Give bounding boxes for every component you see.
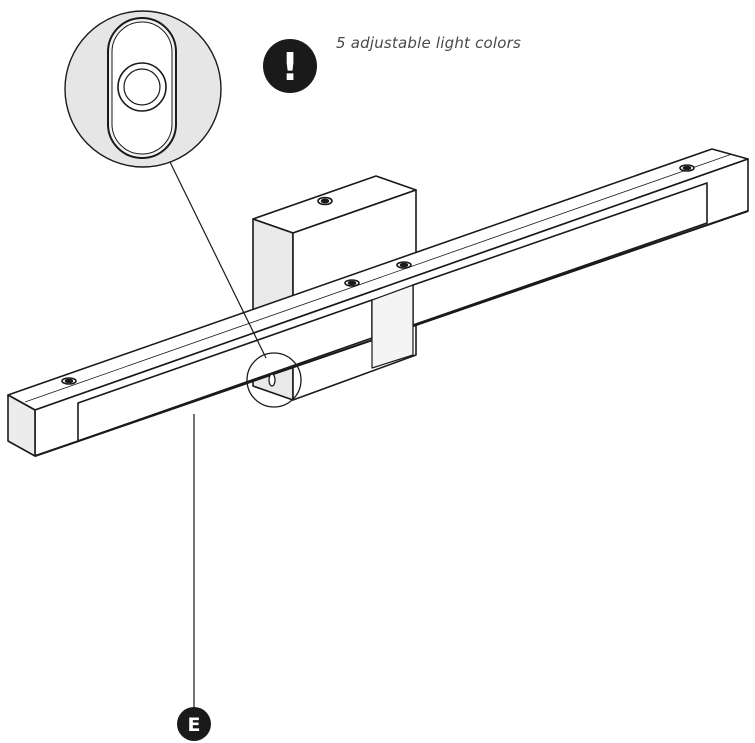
svg-text:E: E: [188, 714, 201, 736]
zoom-detail-view: [64, 10, 222, 168]
note-text: 5 adjustable light colors: [336, 34, 522, 52]
svg-text:!: !: [281, 45, 298, 89]
screw-holes: [61, 164, 695, 385]
exclamation-warning-icon: !: [263, 39, 317, 93]
adjustment-button-location: [246, 352, 302, 408]
light-bar: [7, 148, 749, 457]
zoom-leader-line: [169, 161, 267, 359]
callout-badge-e: E: [177, 707, 211, 741]
